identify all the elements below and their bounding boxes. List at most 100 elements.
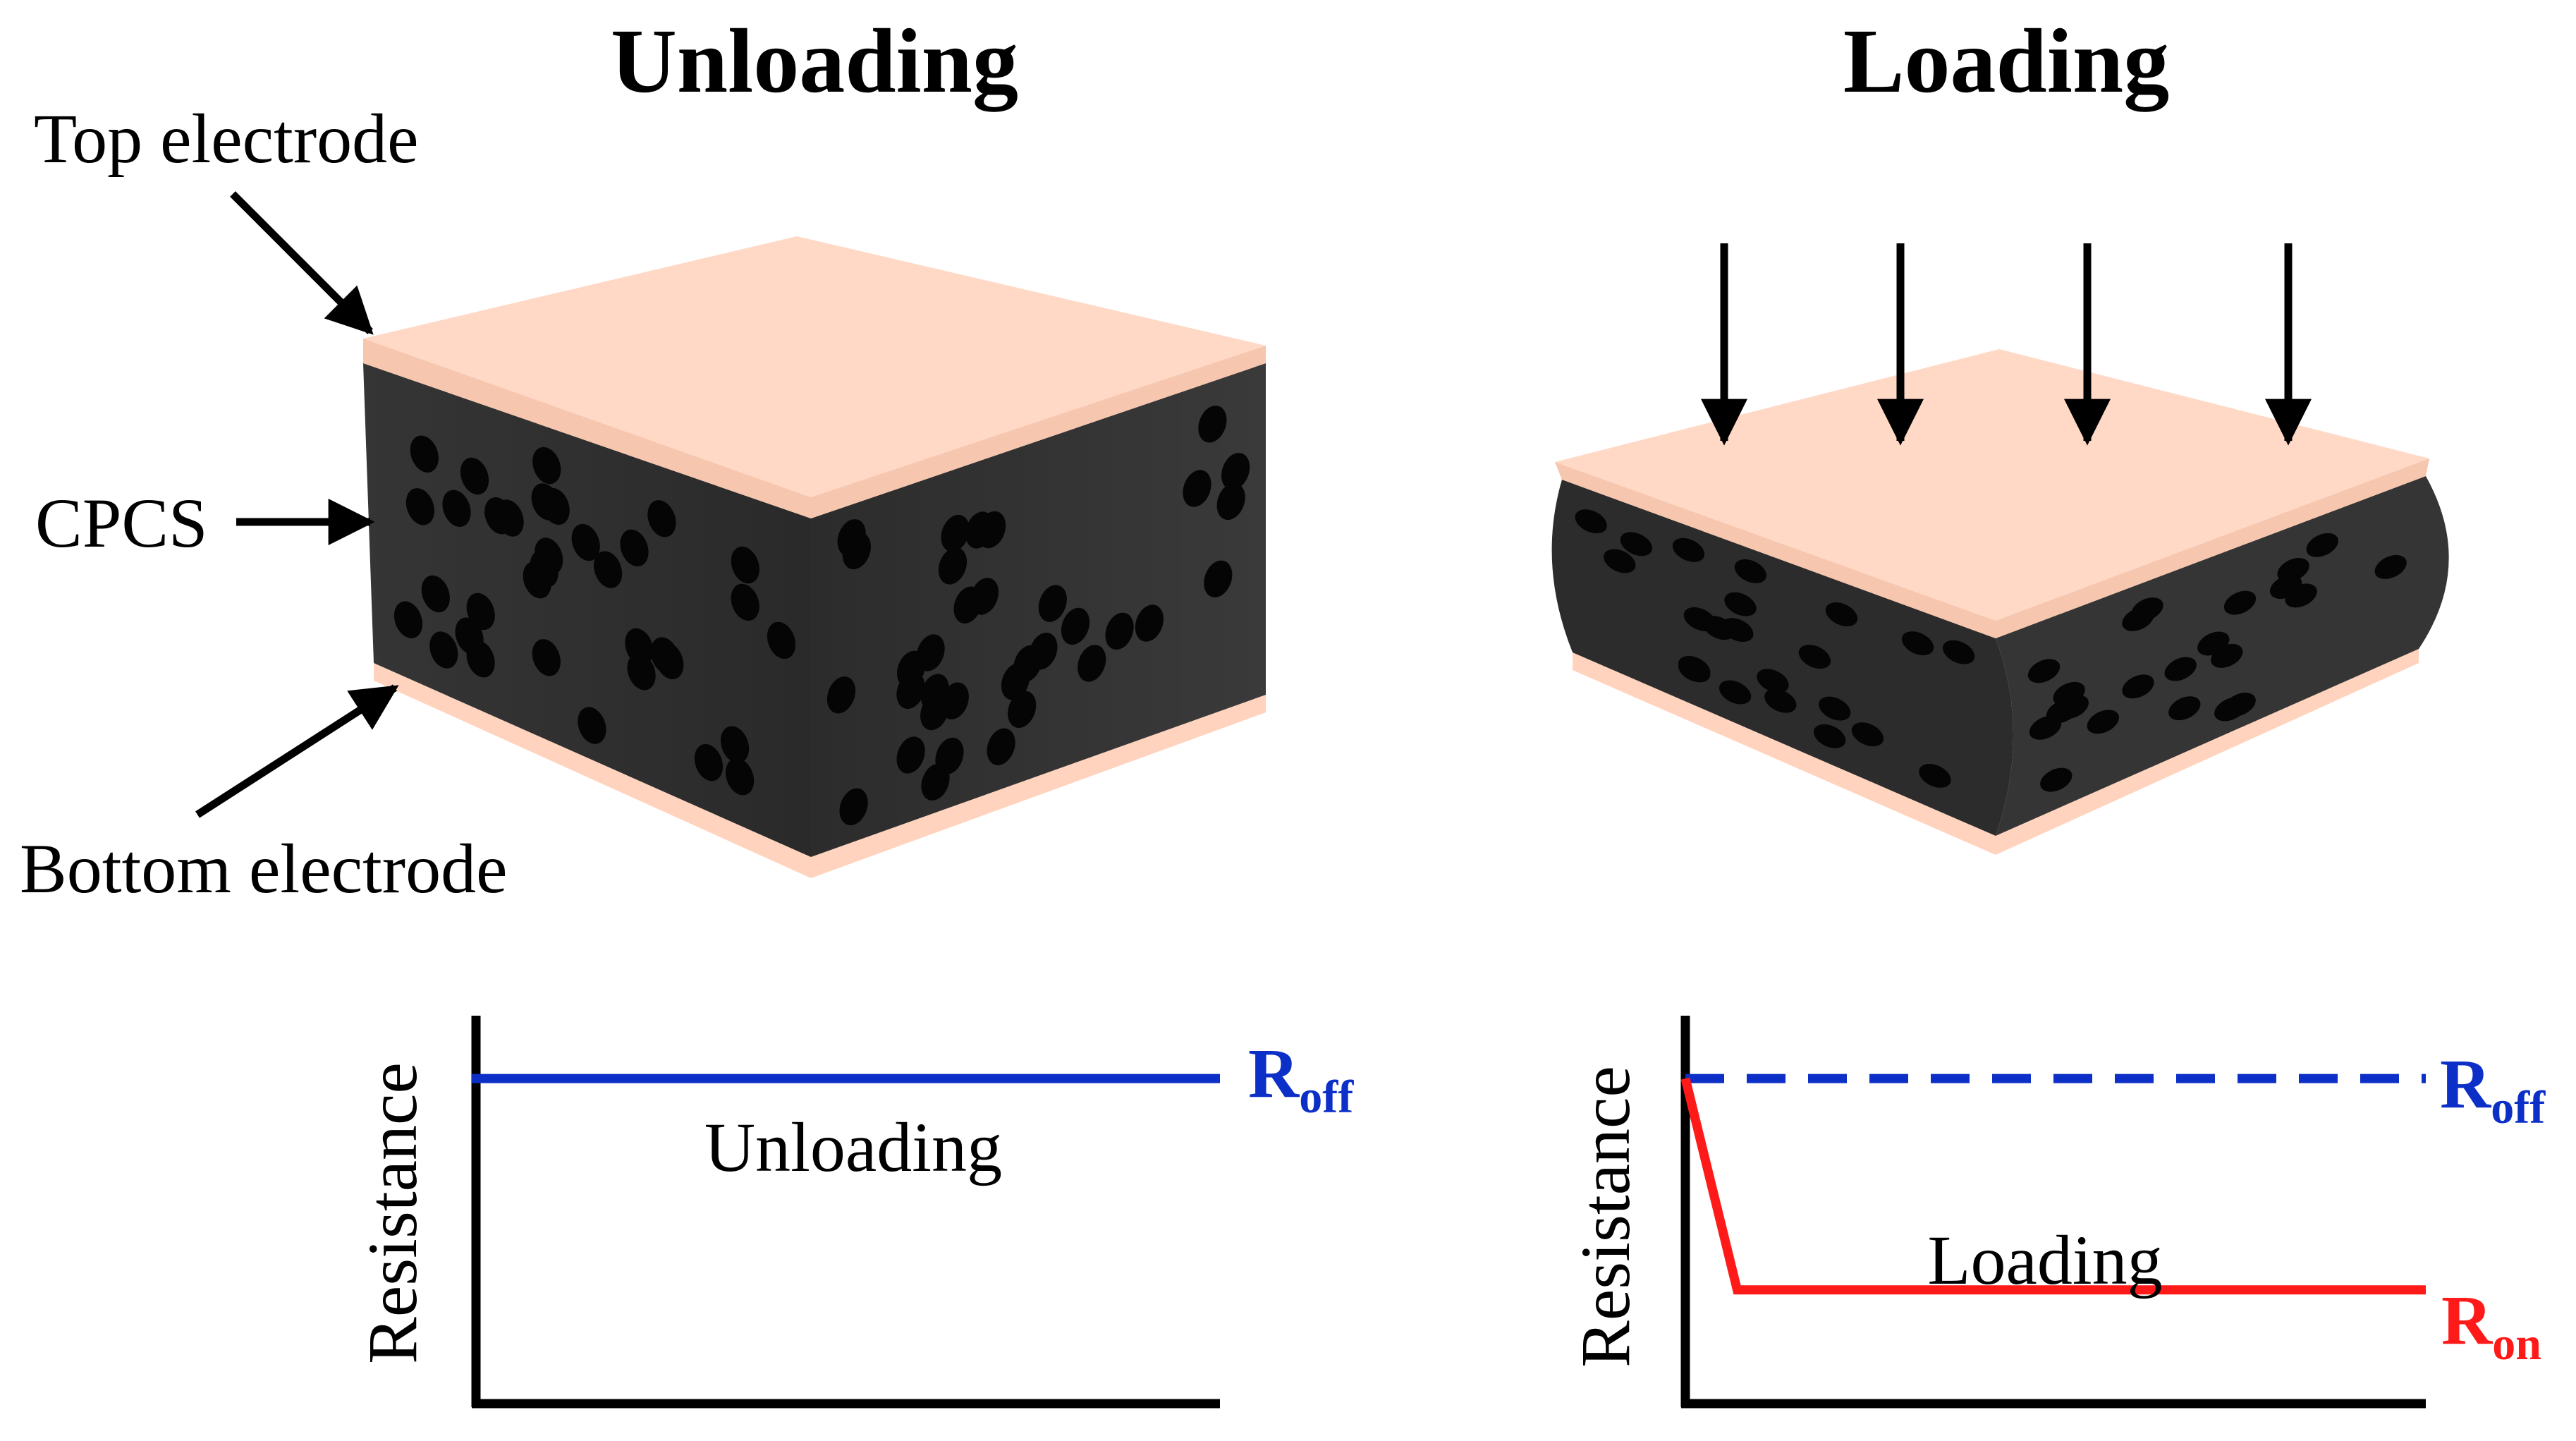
bottom-electrode-layer [374, 663, 1266, 878]
pore [1757, 669, 1789, 693]
unloaded-sensor-block [363, 236, 1266, 878]
pore [1901, 631, 1934, 656]
pore [647, 500, 676, 537]
pore [2122, 674, 2154, 699]
arrow-bottom-electrode [195, 684, 399, 818]
pore [2306, 533, 2338, 557]
resistance-graph-unloading: Resistance Unloading Roff [353, 1016, 1354, 1409]
pore [1183, 470, 1211, 507]
pore [2168, 696, 2201, 721]
annotation-unloading: Unloading [704, 1108, 1002, 1186]
pore [1216, 482, 1245, 521]
pore [938, 547, 967, 585]
pore [2087, 710, 2119, 734]
pore [1825, 602, 1858, 626]
pore [2046, 699, 2079, 724]
pore [1819, 696, 1851, 721]
pore [535, 537, 563, 575]
pore [1672, 537, 1705, 562]
pore [896, 736, 925, 774]
pore [466, 640, 495, 678]
pore [650, 637, 680, 674]
cpcs-pores [393, 406, 1250, 825]
label-bottom-electrode: Bottom electrode [20, 829, 507, 908]
pore [1198, 406, 1227, 443]
pore [1105, 612, 1134, 650]
pore [532, 639, 561, 676]
pore [2053, 681, 2085, 706]
pore [839, 788, 868, 825]
pore [593, 551, 623, 588]
pore [1008, 691, 1037, 728]
pore [1719, 680, 1752, 705]
pore [1604, 549, 1636, 573]
pore [2027, 659, 2061, 683]
pore [1814, 724, 1846, 748]
pore [410, 435, 439, 473]
pore [1942, 640, 1975, 664]
top-electrode-layer [363, 236, 1266, 497]
arrow-top-electrode [230, 191, 374, 335]
pore [2374, 554, 2407, 579]
pore [1575, 509, 1607, 534]
pore [920, 674, 949, 711]
title-unloading: Unloading [611, 11, 1018, 112]
pore [1798, 645, 1831, 669]
pore [484, 497, 513, 535]
pore [826, 676, 856, 714]
pore [541, 487, 570, 525]
pore [421, 575, 450, 613]
pore [1919, 763, 1951, 788]
pore [578, 707, 606, 744]
pore [731, 583, 759, 621]
pore [725, 758, 755, 796]
pore [1764, 688, 1797, 713]
label-top-electrode: Top electrode [34, 99, 419, 178]
top-electrode-layer-loaded [1555, 349, 2429, 621]
annotation-loading: Loading [1927, 1221, 2162, 1299]
pore [627, 653, 656, 691]
pore [405, 488, 435, 525]
resistance-graph-loading: Resistance Loading Roff Ron [1566, 1016, 2546, 1409]
pore [460, 457, 489, 495]
pore [620, 529, 649, 567]
label-r-on: Ron [2441, 1281, 2541, 1370]
pore [532, 446, 561, 485]
pore [571, 523, 600, 561]
pore [2040, 767, 2073, 792]
pore [965, 511, 994, 549]
label-cpcs: CPCS [35, 484, 208, 562]
pore [2285, 583, 2317, 608]
label-r-off: Roff [1248, 1034, 1354, 1123]
pore [987, 728, 1015, 765]
pore [837, 519, 866, 557]
pore [1038, 585, 1067, 622]
pore [970, 578, 999, 615]
pore [1078, 645, 1106, 682]
pore [393, 601, 423, 638]
pore [2223, 693, 2256, 717]
pore [935, 737, 964, 775]
pore [1851, 722, 1884, 747]
pore [694, 743, 724, 782]
series-ron-line [1680, 1077, 2426, 1295]
pore [1061, 607, 1090, 645]
cpcs-pores-loaded [1575, 509, 2407, 792]
y-axis-label: Resistance [353, 1062, 432, 1364]
y-axis-label: Resistance [1566, 1066, 1644, 1368]
pore [1221, 453, 1250, 490]
pore [2164, 657, 2197, 681]
pore [2122, 607, 2154, 631]
pore [941, 514, 970, 552]
pore [767, 621, 796, 659]
pore [731, 546, 759, 584]
pore [720, 726, 750, 763]
pore [1702, 616, 1735, 640]
cpcs-right-face [811, 363, 1266, 857]
pore [2223, 590, 2257, 615]
pore [466, 592, 495, 631]
pore [1678, 658, 1711, 683]
pore [1001, 663, 1030, 700]
loaded-sensor-block [1551, 349, 2449, 855]
